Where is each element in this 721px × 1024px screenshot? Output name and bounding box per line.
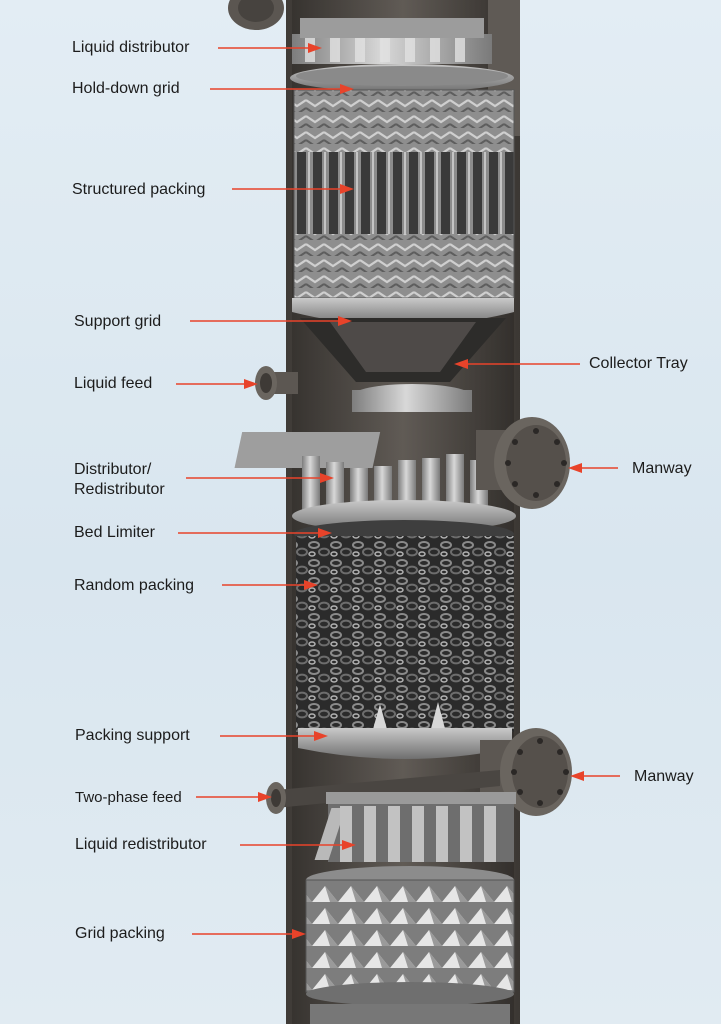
label-collector-tray: Collector Tray bbox=[589, 355, 688, 372]
label-bed-limiter: Bed Limiter bbox=[74, 524, 155, 541]
label-packing-support: Packing support bbox=[75, 727, 190, 744]
label-hold-down-grid: Hold-down grid bbox=[72, 80, 180, 97]
label-manway-lower: Manway bbox=[634, 768, 694, 785]
label-manway-upper: Manway bbox=[632, 460, 692, 477]
label-two-phase-feed: Two-phase feed bbox=[75, 789, 182, 806]
label-random-packing: Random packing bbox=[74, 577, 195, 594]
label-liquid-feed: Liquid feed bbox=[74, 375, 153, 392]
label-structured-packing: Structured packing bbox=[72, 181, 206, 198]
label-liquid-redistributor: Liquid redistributor bbox=[75, 836, 207, 853]
label-distributor-redistributor: Distributor/ Redistributor bbox=[74, 461, 165, 498]
label-support-grid: Support grid bbox=[74, 313, 162, 330]
label-liquid-distributor: Liquid distributor bbox=[72, 39, 190, 56]
label-grid-packing: Grid packing bbox=[75, 925, 165, 942]
